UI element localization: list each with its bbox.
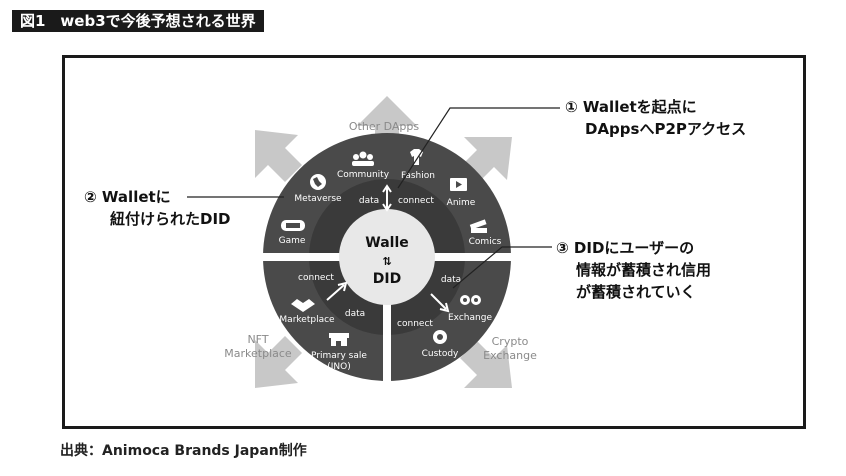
connector-right-arrow [430,293,450,313]
item-anime: Anime [447,198,476,208]
metaverse-icon [310,174,326,190]
fashion-icon [410,149,423,165]
connector-right-connect: connect [397,319,433,329]
callout-did-linked: ② Walletに 紐付けられたDID [84,186,230,230]
figure-title: 図1 web3で今後予想される世界 [12,10,264,32]
connector-top-connect: connect [398,196,434,206]
label-crypto-exchange-1: Crypto [492,335,529,348]
item-fashion: Fashion [401,171,435,181]
callout-2-line-1: ② Walletに [84,188,171,206]
item-comics: Comics [469,237,502,247]
callout-1-line-1: ① Walletを起点に [565,98,697,116]
primary-sale-icon [329,333,349,346]
connector-left-arrow [326,281,348,301]
callout-3-line-2: 情報が蓄積され信用 [576,261,712,279]
diagram-frame [62,55,806,429]
center-label-wallet: Walle [365,235,408,251]
connector-top-arrow [382,184,392,212]
item-game: Game [279,236,306,246]
item-marketplace: Marketplace [279,315,335,325]
arrow-down-left [255,336,302,388]
callout-3-leader [452,246,552,289]
arrow-down-right [460,341,512,388]
item-primary-sale-1: Primary sale [311,351,367,361]
arrow-up [357,96,417,142]
callout-1-line-2: DAppsへP2Pアクセス [585,120,747,138]
connector-top-data: data [359,196,379,206]
callout-2-line-2: 紐付けられたDID [110,210,231,228]
callout-wallet-access: ① Walletを起点に DAppsへP2Pアクセス [565,96,746,140]
item-custody: Custody [422,349,459,359]
source-credit: 出典：Animoca Brands Japan制作 [60,443,307,459]
separator-vertical [383,257,391,383]
connector-left-connect: connect [298,273,334,283]
direction-arrows [255,96,512,388]
comics-icon [469,219,487,233]
callout-did-trust: ③ DIDにユーザーの 情報が蓄積され信用 が蓄積されていく [556,237,711,303]
item-primary-sale-2: (INO) [327,362,351,372]
center-label-did: DID [373,271,401,287]
label-nft-marketplace-2: Marketplace [224,347,292,360]
label-other-dapps: Other DApps [349,120,419,133]
exchange-icon [460,295,481,305]
community-icon [352,151,374,166]
center-hub [339,209,435,305]
arrow-up-left [255,130,302,182]
callout-3-line-3: が蓄積されていく [576,283,696,301]
connector-left-data: data [345,309,365,319]
callout-1-leader [397,107,560,189]
item-metaverse: Metaverse [294,194,342,204]
game-icon [281,220,305,231]
label-nft-marketplace-1: NFT [247,333,268,346]
label-crypto-exchange-2: Exchange [483,349,537,362]
item-community: Community [337,170,390,180]
item-exchange: Exchange [448,313,492,323]
marketplace-icon [291,299,315,312]
custody-icon [433,330,447,344]
center-link-icon: ⇅ [382,255,391,268]
anime-icon [450,178,467,191]
connector-right-data: data [441,275,461,285]
callout-3-line-1: ③ DIDにユーザーの [556,239,695,257]
